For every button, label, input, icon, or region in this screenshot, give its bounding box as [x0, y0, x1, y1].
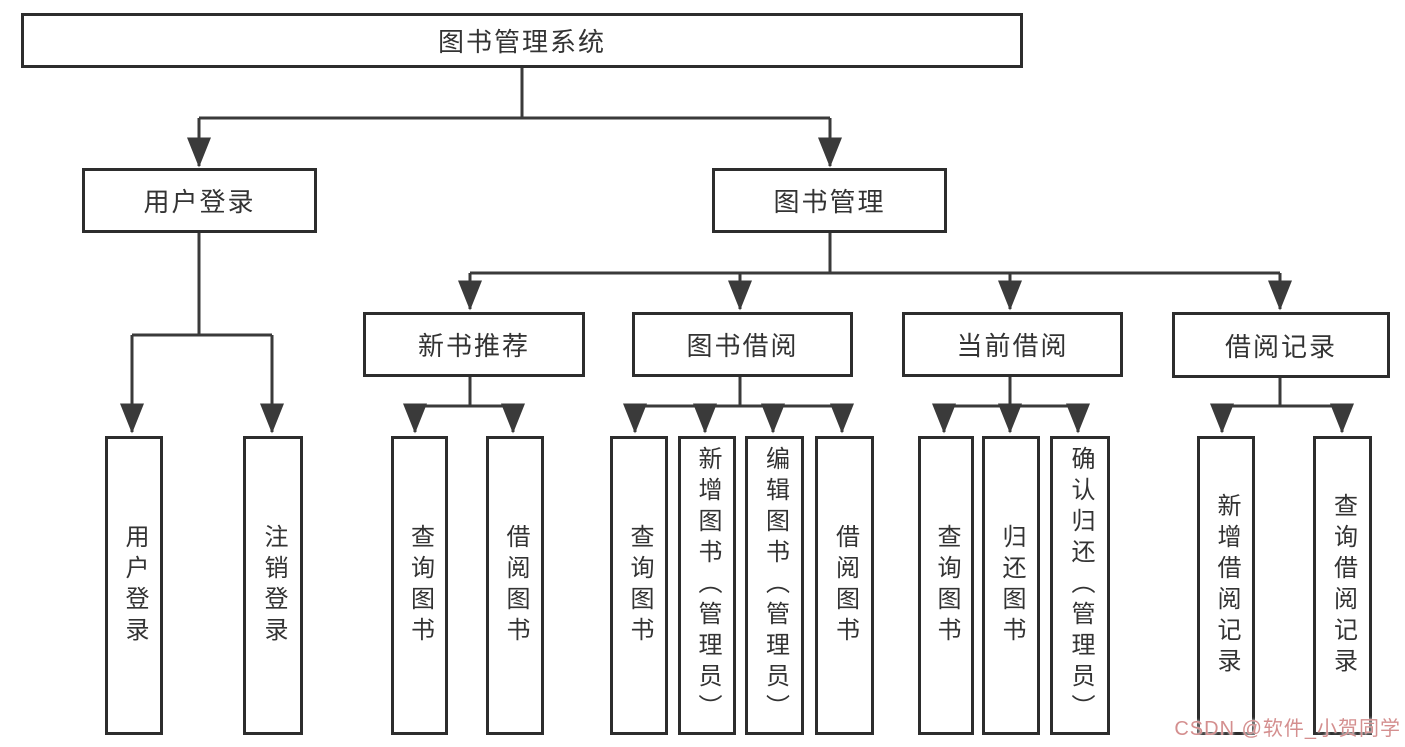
node-label: 借阅图书 [831, 523, 859, 648]
leaf-user-login: 用户登录 [105, 436, 163, 735]
leaf-borrow-books-recommend: 借阅图书 [486, 436, 544, 735]
leaf-borrow-books: 借阅图书 [815, 436, 874, 735]
node-library-management-system: 图书管理系统 [21, 13, 1023, 68]
leaf-edit-book-admin: 编辑图书（管理员） [745, 436, 804, 735]
node-label: 查询借阅记录 [1329, 492, 1357, 679]
node-label: 查询图书 [933, 523, 960, 648]
node-label: 编辑图书（管理员） [761, 446, 789, 725]
leaf-return-book: 归还图书 [982, 436, 1040, 735]
leaf-query-books-recommend: 查询图书 [391, 436, 448, 735]
node-new-book-recommend: 新书推荐 [363, 312, 585, 377]
node-user-login: 用户登录 [82, 168, 317, 233]
node-label: 图书借阅 [686, 331, 799, 361]
leaf-query-borrow-record: 查询借阅记录 [1313, 436, 1372, 735]
node-book-management: 图书管理 [712, 168, 947, 233]
node-label: 查询图书 [406, 523, 434, 648]
leaf-query-books-borrow: 查询图书 [610, 436, 668, 735]
node-label: 新增图书（管理员） [694, 446, 721, 725]
csdn-watermark: CSDN @软件_小贺同学 [1174, 718, 1401, 740]
node-current-borrow: 当前借阅 [902, 312, 1123, 377]
node-label: 图书管理系统 [437, 27, 606, 57]
node-label: 归还图书 [998, 523, 1025, 648]
node-label: 用户登录 [121, 523, 148, 648]
leaf-add-borrow-record: 新增借阅记录 [1197, 436, 1255, 735]
node-label: 用户登录 [143, 187, 256, 217]
leaf-logout: 注销登录 [243, 436, 303, 735]
node-borrow-records: 借阅记录 [1172, 312, 1390, 378]
node-label: 借阅图书 [502, 523, 529, 648]
node-label: 确认归还（管理员） [1067, 446, 1094, 725]
node-label: 借阅记录 [1224, 331, 1337, 362]
node-label: 当前借阅 [956, 331, 1069, 361]
node-label: 图书管理 [773, 187, 886, 217]
node-label: 查询图书 [626, 523, 653, 648]
leaf-confirm-return-admin: 确认归还（管理员） [1050, 436, 1110, 735]
leaf-add-book-admin: 新增图书（管理员） [678, 436, 736, 735]
node-label: 新书推荐 [417, 331, 530, 361]
node-book-borrow: 图书借阅 [632, 312, 853, 377]
node-label: 注销登录 [260, 523, 287, 648]
node-label: 新增借阅记录 [1213, 492, 1240, 679]
leaf-query-books-current: 查询图书 [918, 436, 974, 735]
